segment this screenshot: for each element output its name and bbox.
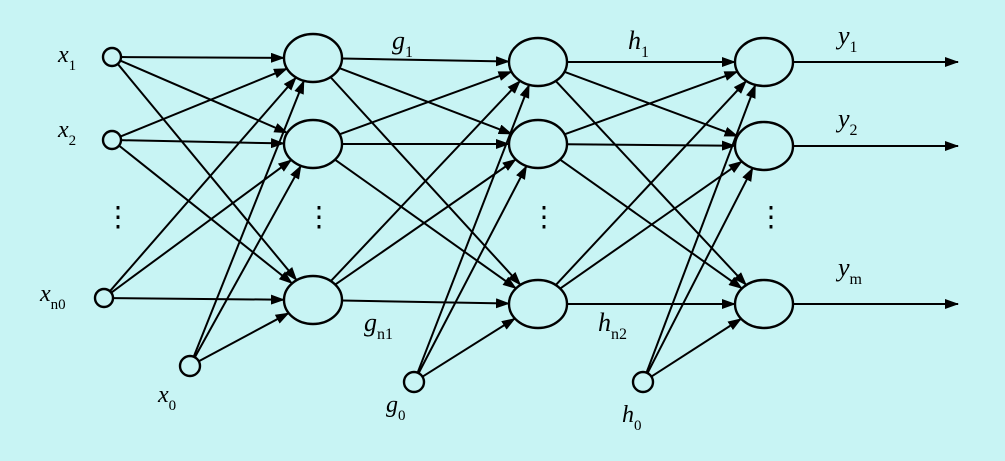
output-node-2 xyxy=(733,278,795,330)
input-edge-2-1 xyxy=(110,159,293,294)
layer1-label-g1: g1 xyxy=(392,26,413,61)
layer1-edge-2-2 xyxy=(341,298,511,309)
layer1-edge-1-0 xyxy=(339,70,513,136)
input-edge-0-2 xyxy=(116,63,298,281)
bias-node-2 xyxy=(631,370,655,394)
output-label-ym: ym xyxy=(835,253,863,288)
bias0-edge-0-2 xyxy=(198,312,290,363)
layer2-label-hn2: hn2 xyxy=(598,308,627,343)
layer1-node-0 xyxy=(282,32,344,84)
layer1-edge-2-0 xyxy=(330,80,521,282)
input-ellipsis: ⋮ xyxy=(104,202,132,233)
layer2-ellipsis: ⋮ xyxy=(530,202,558,233)
output-ellipsis: ⋮ xyxy=(757,202,785,233)
bias0-edge-0-0 xyxy=(192,79,305,358)
bias-node-0 xyxy=(178,354,202,378)
layer2-edge-2-0 xyxy=(555,80,747,286)
layer1-edge-1-2 xyxy=(334,158,517,290)
layer1-node-2 xyxy=(282,274,344,326)
layer2-node-0 xyxy=(507,36,569,88)
output-label-y1: y1 xyxy=(835,21,858,56)
bias-label-x0: x0 xyxy=(157,382,176,414)
input-label-xn0: xn0 xyxy=(39,281,66,313)
layer2-node-1 xyxy=(507,118,569,170)
connection-edges xyxy=(109,52,959,378)
layer1-edge-0-0 xyxy=(341,56,511,67)
output-node-0 xyxy=(733,36,795,88)
bias-node-1 xyxy=(402,370,426,394)
bias2-edge-0-2 xyxy=(650,317,742,378)
input-edge-1-0 xyxy=(119,67,288,138)
bias-label-h0: h0 xyxy=(622,402,642,434)
layer1-label-gn1: gn1 xyxy=(364,308,393,343)
bias1-edge-0-2 xyxy=(421,317,516,378)
input-node-0 xyxy=(101,46,123,68)
bias2-edge-0-1 xyxy=(646,167,754,374)
input-edge-2-0 xyxy=(109,76,297,292)
bias2-edge-0-0 xyxy=(645,83,757,374)
layer2-edge-2-1 xyxy=(559,160,743,290)
output-node-1 xyxy=(733,120,795,172)
input-label-x1: x1 xyxy=(57,42,76,74)
layer2-edge-1-1 xyxy=(566,140,737,151)
layer2-node-2 xyxy=(507,278,569,330)
network-nodes xyxy=(93,32,795,394)
input-edge-1-1 xyxy=(120,138,286,149)
bias-label-g0: g0 xyxy=(386,392,406,424)
layer1-edge-0-1 xyxy=(338,67,513,135)
bias0-edge-0-1 xyxy=(193,164,302,358)
layer2-label-h1: h1 xyxy=(628,26,649,61)
layer1-node-1 xyxy=(282,118,344,170)
layer1-edge-2-1 xyxy=(334,158,517,286)
input-label-x2: x2 xyxy=(57,117,76,149)
layer2-edge-1-0 xyxy=(564,70,739,136)
bias1-edge-0-1 xyxy=(417,165,528,374)
input-node-2 xyxy=(93,287,115,309)
input-edge-2-2 xyxy=(112,294,286,305)
output-label-y2: y2 xyxy=(835,104,858,139)
input-edge-1-2 xyxy=(118,144,293,285)
input-edge-0-0 xyxy=(120,52,286,63)
bias1-edge-0-0 xyxy=(416,83,531,374)
input-node-1 xyxy=(101,129,123,151)
layer1-ellipsis: ⋮ xyxy=(305,202,333,233)
